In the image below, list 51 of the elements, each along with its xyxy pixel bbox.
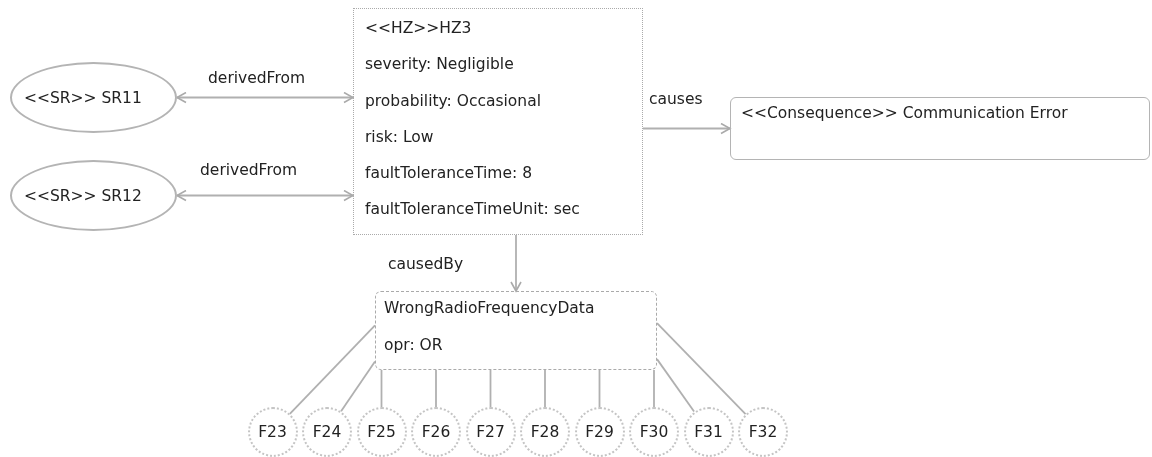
node-title: F25	[367, 423, 396, 441]
connector-line	[489, 369, 492, 408]
arrow	[176, 189, 354, 202]
node-title: <<Consequence>> Communication Error	[741, 104, 1069, 122]
fault-circle	[411, 407, 461, 457]
attribute-text: faultToleranceTime: 8	[365, 163, 534, 185]
connector-line	[288, 324, 376, 415]
arrow	[176, 91, 354, 104]
connector-line	[653, 369, 655, 408]
connector-line	[656, 322, 747, 415]
fault-circle	[302, 407, 352, 457]
node-title: F31	[694, 423, 723, 441]
connector-line	[598, 369, 601, 408]
edge-label: causedBy	[387, 255, 465, 273]
node-title: F26	[421, 423, 451, 441]
attribute-text: probability: Occasional	[365, 90, 542, 112]
attribute-text: severity: Negligible	[365, 54, 515, 76]
connector-line	[544, 369, 546, 408]
node-title: <<SR>> SR12	[24, 186, 142, 205]
arrow	[642, 122, 731, 135]
fault-box	[375, 291, 657, 370]
node-title: F24	[312, 423, 342, 441]
node-title: F30	[639, 423, 669, 441]
fault-circle	[738, 407, 788, 457]
attribute-text: faultToleranceTimeUnit: sec	[365, 199, 581, 221]
fault-circle	[683, 407, 734, 457]
fault-circle	[247, 407, 298, 457]
node-title: F28	[530, 423, 560, 441]
fault-circle	[574, 407, 625, 457]
fault-circle	[629, 407, 679, 457]
consequence-box	[730, 97, 1150, 160]
connector-line	[380, 369, 383, 408]
node-title: F23	[258, 423, 287, 441]
connector-line	[656, 358, 695, 413]
ellipse-node	[10, 62, 177, 133]
arrow	[510, 234, 522, 292]
node-title: <<SR>> SR11	[24, 88, 142, 107]
connector-line	[340, 360, 376, 413]
node-title: F29	[585, 423, 614, 441]
hazard-box	[353, 8, 643, 235]
node-title: <<HZ>>HZ3	[365, 18, 473, 39]
node-title: WrongRadioFrequencyData	[384, 298, 596, 319]
connector-line	[435, 369, 437, 408]
attribute-text: risk: Low	[365, 126, 435, 148]
fault-circle	[465, 407, 516, 457]
fault-circle	[356, 407, 407, 457]
fault-circle	[520, 407, 570, 457]
attribute-text: opr: OR	[384, 335, 444, 356]
node-title: F27	[476, 423, 505, 441]
ellipse-node	[10, 160, 177, 231]
node-title: F32	[748, 423, 778, 441]
